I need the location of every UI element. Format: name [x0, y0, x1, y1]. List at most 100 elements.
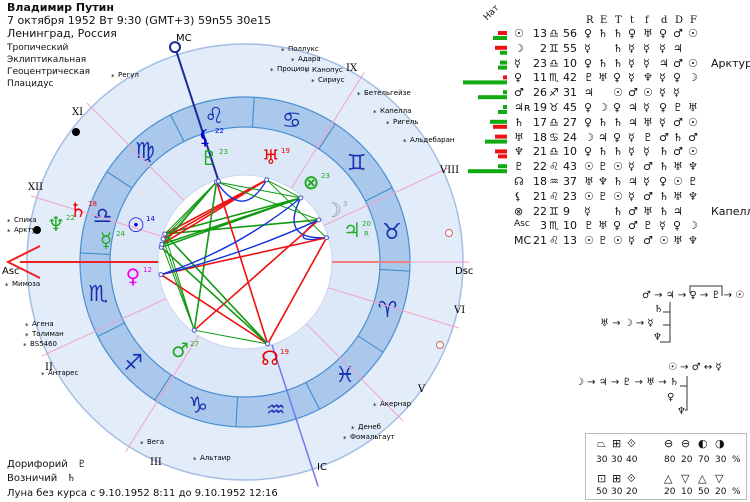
row-degree: 19 — [533, 101, 547, 114]
doryphory-label: Дорифорий — [7, 459, 68, 470]
sign-divider — [318, 123, 336, 150]
row-ruler-cell: ☉ — [688, 115, 698, 129]
row-minutes: 24 — [563, 130, 577, 144]
star-icon: * — [193, 456, 197, 464]
row-ruler-cell: ☽ — [598, 101, 608, 114]
percent-sign: % — [732, 487, 741, 497]
row-ruler-cell: ☿ — [659, 41, 666, 55]
row-ruler-cell: ♆ — [688, 189, 698, 203]
aspect-semisextile — [215, 179, 268, 202]
house-system: Плацидус — [7, 79, 54, 89]
row-ruler-cell: ♄ — [659, 160, 669, 174]
hemisphere-icon: ◐ — [698, 437, 708, 450]
strength-bar-positive — [500, 50, 507, 55]
dispositor-chain-2b: ☽ → ♃ → ♇ → ♅ → ♄ — [575, 377, 679, 388]
row-ruler-cell: ♂ — [643, 160, 653, 174]
row-ruler-cell: ☿ — [628, 189, 635, 203]
row-degree: 11 — [533, 71, 547, 85]
birth-datetime: 7 октября 1952 Вт 9:30 (GMT+3) 59n55 30e… — [7, 14, 272, 27]
strength-bar-positive — [463, 80, 507, 85]
fixed-star-label: Агена — [32, 320, 54, 328]
jupiter-degree: 20 — [362, 220, 371, 228]
asc-arrow-icon — [5, 245, 41, 279]
row-degree: 18 — [533, 130, 547, 144]
sign-glyph-0: ♈ — [378, 298, 398, 323]
house-cusp-II — [41, 298, 167, 357]
row-degree: 17 — [533, 115, 547, 129]
row-ruler-cell: ♆ — [598, 175, 608, 188]
row-ruler-cell: ☿ — [628, 130, 635, 144]
moon-degree: 3 — [343, 200, 347, 208]
row-ruler-cell: ♄ — [659, 204, 669, 218]
row-ruler-cell: ♀ — [673, 71, 682, 85]
sign-glyph-11: ♓ — [335, 363, 355, 388]
row-ruler-cell: ☉ — [613, 234, 623, 248]
row-ruler-cell: ☉ — [584, 160, 594, 174]
strength-bar-negative — [495, 149, 507, 154]
house-cusp-IX — [290, 72, 365, 189]
strength-bar-positive — [468, 169, 507, 174]
element-value: 10 — [681, 487, 693, 497]
row-ruler-cell: ♇ — [643, 130, 653, 144]
aspect-point-neptune — [159, 241, 165, 247]
row-ruler-cell: ♀ — [613, 219, 622, 233]
row-ruler-cell: ♅ — [643, 27, 653, 40]
row-ruler-cell: ♂ — [628, 204, 638, 218]
house-label-XII: XII — [28, 182, 43, 193]
zodiac-type: Тропический — [7, 43, 69, 53]
star-icon: * — [281, 47, 285, 55]
fixed-star-label: Бетельгейзе — [364, 89, 411, 97]
aspect-quincunx — [160, 197, 302, 276]
sign-glyph-1: ♉ — [382, 220, 402, 245]
sign-divider — [251, 97, 255, 128]
fixed-star-label: Поллукс — [288, 45, 319, 53]
row-ruler-cell: ♂ — [688, 130, 698, 144]
row-minutes: 31 — [563, 86, 577, 100]
row-sign-icon: ♏ — [549, 219, 559, 233]
aspect-trine — [160, 246, 269, 345]
row-ruler-cell: ☿ — [628, 56, 635, 70]
ic-axis — [271, 344, 319, 487]
row-minutes: 45 — [563, 101, 577, 114]
row-minutes: 42 — [563, 71, 577, 85]
row-ruler-cell: ♆ — [643, 71, 653, 85]
row-ruler-cell: ♀ — [628, 27, 637, 40]
sign-glyph-4: ♌ — [204, 104, 224, 129]
house-label-IX: IX — [346, 63, 358, 74]
aspect-semisextile — [293, 197, 327, 239]
star-icon: * — [351, 425, 355, 433]
birth-place: Ленинград, Россия — [7, 27, 117, 40]
mc-axis — [174, 46, 219, 180]
dispositor-chain-1: ♂ → ♃ → ♀ → ♇ → ☉ — [642, 290, 745, 301]
star-icon: * — [7, 218, 11, 226]
house-cusp-V — [305, 323, 404, 422]
hemisphere-icon: ⊖ — [681, 437, 691, 450]
aspect-square — [266, 237, 328, 345]
row-ruler-cell: ♅ — [673, 234, 683, 248]
row-ruler-cell: ♄ — [598, 27, 608, 40]
row-ruler-cell: ♀ — [673, 219, 682, 233]
row-ruler-cell: ♇ — [584, 71, 594, 85]
row-ruler-cell: ♀ — [584, 115, 593, 129]
mc-label: MC — [176, 33, 192, 44]
row-degree: 21 — [533, 145, 547, 159]
row-ruler-cell: ♄ — [613, 41, 623, 55]
row-ruler-cell: ♅ — [584, 175, 594, 188]
hemisphere-value: 70 — [698, 455, 710, 465]
row-minutes: 9 — [563, 204, 570, 218]
star-icon: * — [41, 371, 45, 379]
star-icon: * — [403, 138, 407, 146]
fixed-star-label: Ригель — [393, 118, 418, 126]
quadrant-value: 40 — [626, 455, 638, 465]
aspect-opposition — [193, 219, 320, 331]
row-planet-icon: ♇ — [514, 160, 524, 174]
row-sign-icon: ♎ — [549, 145, 559, 159]
house-label-III: III — [150, 457, 162, 468]
strength-bar-negative — [498, 31, 507, 35]
row-ruler-cell: ☿ — [643, 145, 650, 159]
row-ruler-cell: ♇ — [584, 219, 594, 233]
element-balance-box — [585, 433, 747, 500]
quadrant-icon: ⊞ — [612, 437, 622, 450]
row-degree: 26 — [533, 86, 547, 100]
row-ruler-cell: ♄ — [598, 115, 608, 129]
